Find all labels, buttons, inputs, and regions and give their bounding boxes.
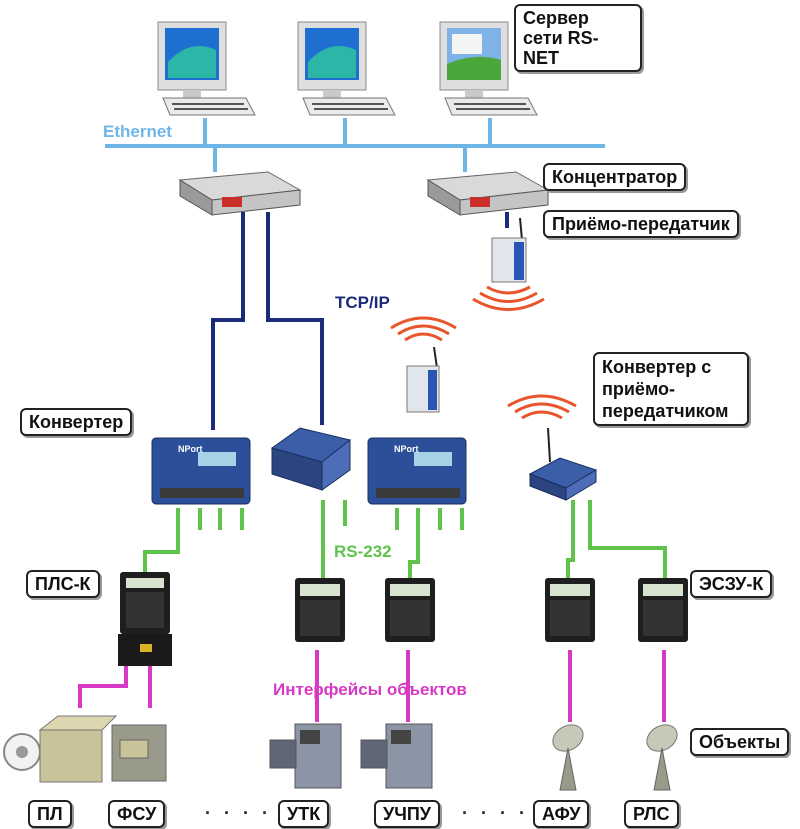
controller-utk: [295, 578, 345, 642]
radio-waves-middle: [390, 316, 457, 342]
object-label-utk: УТК: [278, 800, 330, 828]
converter-small: [270, 427, 352, 491]
object-rls-antenna: [646, 724, 678, 791]
svg-text:NPort: NPort: [178, 444, 203, 454]
transceiver-top: [491, 217, 527, 283]
hub-label: Концентратор: [543, 163, 687, 191]
object-pl-machine: [3, 715, 118, 783]
ellipsis-2: · · · ·: [462, 803, 529, 823]
server-computer: [439, 21, 538, 116]
object-afu-antenna: [552, 724, 584, 791]
ethernet-bus: [105, 118, 605, 172]
hub-left: [178, 171, 302, 216]
transceiver-label: Приёмо-передатчик: [543, 210, 739, 238]
radio-waves-top: [472, 285, 545, 311]
object-label-afu: АФУ: [533, 800, 590, 828]
objects-label: Объекты: [690, 728, 790, 756]
object-label-pl: ПЛ: [28, 800, 72, 828]
computer-1: [157, 21, 256, 116]
object-uchpu-cabinet: [360, 723, 433, 789]
object-label-fsu: ФСУ: [108, 800, 166, 828]
eszu-label: ЭСЗУ-К: [690, 570, 773, 598]
rs232-label: RS-232: [334, 542, 392, 561]
svg-text:NPort: NPort: [394, 444, 419, 454]
rs232-lines: [143, 500, 667, 578]
tcpip-lines: [211, 212, 509, 430]
transceiver-middle: [406, 346, 440, 413]
object-label-rls: РЛС: [624, 800, 679, 828]
controller-uchpu: [385, 578, 435, 642]
server-label: Сервер сети RS-NET: [514, 4, 642, 72]
hub-right: [426, 171, 550, 216]
object-label-uchpu: УЧПУ: [374, 800, 440, 828]
converter-left: NPort: [151, 437, 251, 505]
converter-radio: [528, 427, 598, 501]
converter-right: NPort: [367, 437, 467, 505]
converter-label: Конвертер: [20, 408, 133, 436]
ethernet-label: Ethernet: [103, 122, 172, 141]
radio-waves-converter: [507, 394, 577, 420]
controller-pls: [118, 572, 172, 666]
controller-afu: [545, 578, 595, 642]
controller-rls: [638, 578, 688, 642]
object-utk-cabinet: [269, 723, 342, 789]
computer-2: [297, 21, 396, 116]
interface-lines: [78, 650, 666, 722]
tcpip-label: TCP/IP: [335, 293, 390, 312]
ellipsis-1: · · · ·: [205, 803, 272, 823]
pls-label: ПЛС-К: [26, 570, 100, 598]
object-fsu-machine: [111, 724, 167, 782]
interfaces-label: Интерфейсы объектов: [273, 680, 467, 699]
converter-radio-label: Конвертер с приёмо-передатчиком: [593, 352, 749, 426]
